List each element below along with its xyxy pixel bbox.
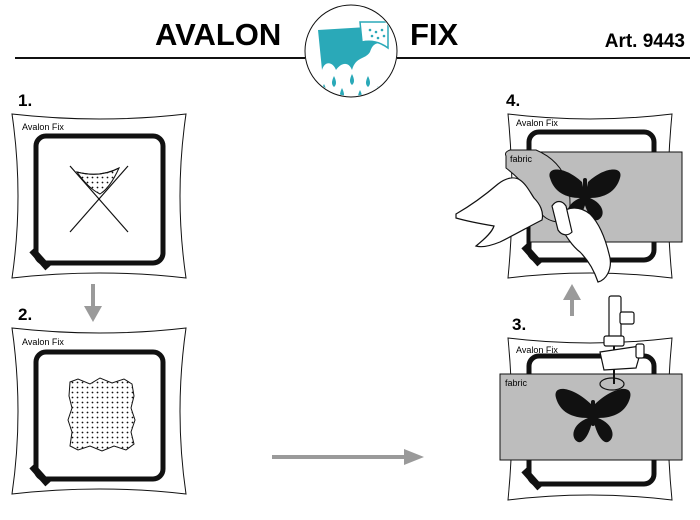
hoop-screw-2 <box>29 463 51 487</box>
up-arrow-icon <box>563 284 581 316</box>
water-dissolve-logo-icon <box>304 4 398 98</box>
brand-left: AVALON <box>155 17 281 52</box>
step-4-sheet-label: Avalon Fix <box>516 118 558 128</box>
step-2-sheet-label: Avalon Fix <box>22 337 64 347</box>
step-1-sheet <box>11 113 187 279</box>
do-not-iron-icon <box>69 165 129 233</box>
step-2-number: 2. <box>18 305 32 324</box>
step-3-number: 3. <box>512 315 526 334</box>
sewing-foot-icon <box>599 295 645 391</box>
right-arrow-icon <box>272 449 424 465</box>
hand-icon <box>455 177 611 283</box>
step-4: 4. Avalon Fix fabric <box>455 91 683 283</box>
article-number: Art. 9443 <box>605 31 685 52</box>
step-3-fabric-label: fabric <box>505 378 528 388</box>
hoop-screw <box>29 247 51 271</box>
step-3: 3. Avalon Fix fabric <box>499 295 683 501</box>
step-1: 1. Avalon Fix <box>11 91 187 279</box>
header: AVALON FIX Art. 9443 <box>15 4 690 98</box>
step-3-sheet-label: Avalon Fix <box>516 345 558 355</box>
hoop-frame-icon <box>33 133 166 266</box>
stabilizer-patch <box>67 377 136 452</box>
butterfly-icon-4 <box>549 169 621 221</box>
hoop-screw-4 <box>521 243 543 267</box>
step-1-sheet-label: Avalon Fix <box>22 122 64 132</box>
hoop-frame-2 <box>33 349 166 482</box>
brand-right: FIX <box>410 17 459 52</box>
step-4-fabric-label: fabric <box>510 154 533 164</box>
hoop-screw-3 <box>521 467 543 491</box>
step-2: 2. Avalon Fix <box>11 305 187 495</box>
step-1-number: 1. <box>18 91 32 110</box>
down-arrow-icon <box>84 284 102 322</box>
step-4-number: 4. <box>506 91 520 110</box>
butterfly-icon <box>555 388 631 443</box>
